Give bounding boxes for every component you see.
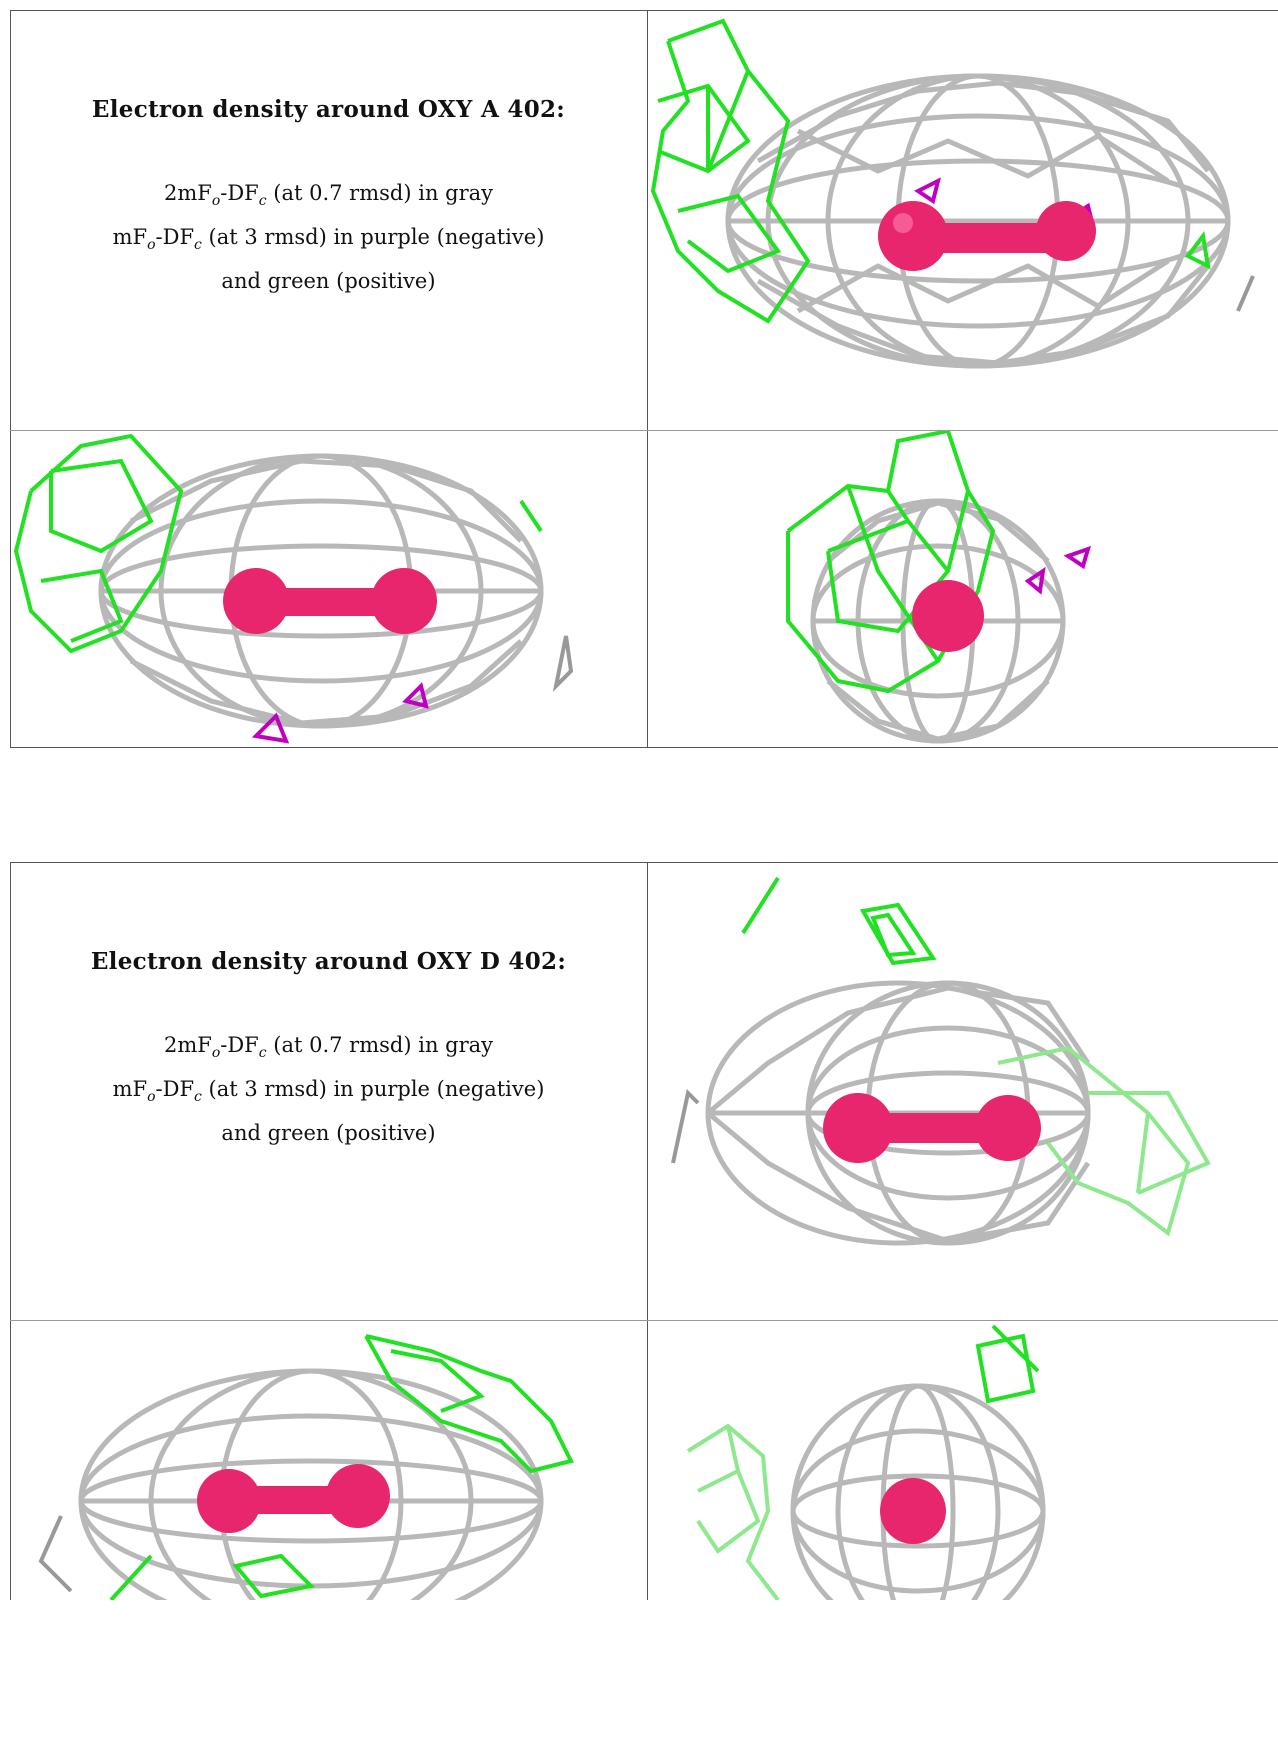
green-mesh	[741, 876, 937, 966]
caption-cell: Electron density around OXY A 402: 2mFo-…	[10, 10, 647, 430]
density-block-d: Electron density around OXY D 402: 2mFo-…	[10, 862, 1278, 1600]
grid-line	[10, 10, 11, 748]
gray-fragment	[1236, 275, 1255, 312]
purple-mesh	[251, 682, 429, 744]
legend-line-2fo: 2mFo-DFc (at 0.7 rmsd) in gray	[163, 181, 494, 210]
green-mesh	[109, 1334, 574, 1600]
density-map-image	[38, 1334, 574, 1600]
gray-mesh	[810, 498, 1066, 744]
oxygen-molecule	[878, 201, 1096, 271]
density-view-bottom-right	[648, 431, 1278, 747]
legend-line-2fo: 2mFo-DFc (at 0.7 rmsd) in gray	[163, 1033, 494, 1062]
grid-line	[10, 862, 11, 1600]
legend-line-fo: mFo-DFc (at 3 rmsd) in purple (negative)	[112, 225, 545, 254]
density-map-image	[671, 876, 1211, 1246]
green-mesh	[13, 433, 543, 654]
gray-fragment	[671, 1088, 700, 1164]
legend-line-fo: mFo-DFc (at 3 rmsd) in purple (negative)	[112, 1077, 545, 1106]
purple-mesh	[1024, 545, 1092, 595]
density-view-top-right	[648, 11, 1278, 430]
green-mesh-faded	[686, 1423, 780, 1600]
density-map-image	[650, 18, 1255, 369]
gray-mesh	[725, 73, 1231, 369]
oxygen-molecule	[823, 1093, 1041, 1163]
gray-mesh	[790, 1383, 1046, 1600]
gray-fragment	[38, 1515, 73, 1593]
green-mesh	[975, 1324, 1040, 1404]
grid-line	[10, 862, 1278, 863]
gray-fragment	[552, 635, 574, 693]
density-map-image	[686, 1324, 1046, 1600]
oxygen-molecule	[223, 568, 437, 634]
green-mesh-faded	[997, 1045, 1211, 1237]
density-map-image	[786, 431, 1092, 744]
oxygen-molecule	[197, 1464, 390, 1533]
density-map-image	[13, 433, 574, 744]
density-view-bottom-left	[11, 1321, 647, 1600]
legend-text: 2mFo-DFc (at 0.7 rmsd) in gray mFo-DFc (…	[113, 175, 545, 299]
grid-line	[10, 430, 660, 431]
grid-line	[647, 10, 648, 748]
grid-line	[660, 430, 1278, 431]
grid-line	[10, 10, 1278, 11]
legend-line-colors: and green (positive)	[221, 269, 436, 294]
grid-line	[660, 1320, 1278, 1321]
density-block-a: Electron density around OXY A 402: 2mFo-…	[10, 10, 1278, 748]
density-view-top-right	[648, 863, 1278, 1320]
panel-title: Electron density around OXY D 402:	[90, 948, 567, 975]
oxygen-molecule	[912, 580, 984, 652]
gray-mesh	[78, 1368, 544, 1600]
green-mesh	[650, 18, 1211, 324]
oxygen-molecule	[880, 1478, 946, 1544]
grid-line	[647, 862, 648, 1600]
legend-text: 2mFo-DFc (at 0.7 rmsd) in gray mFo-DFc (…	[113, 1027, 545, 1151]
caption-cell: Electron density around OXY D 402: 2mFo-…	[10, 862, 647, 1320]
grid-line	[10, 1320, 660, 1321]
grid-line	[10, 747, 1278, 748]
density-view-bottom-left	[11, 431, 647, 747]
panel-title: Electron density around OXY A 402:	[91, 96, 566, 123]
density-view-bottom-right	[648, 1321, 1278, 1600]
legend-line-colors: and green (positive)	[221, 1121, 436, 1146]
